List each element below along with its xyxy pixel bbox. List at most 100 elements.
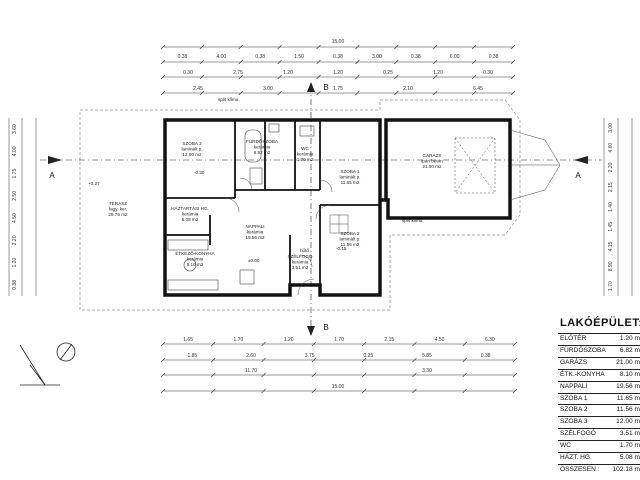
room-name: FÜRDŐSZOBA [246,138,279,144]
dimension-label: 0.38 [255,54,265,60]
dimension-tick [462,388,467,394]
dimension-tick [412,357,417,363]
dimension-tick [199,90,205,96]
dimension-label: 6.45 [473,86,483,92]
section-arrow-bottom [307,326,315,336]
dimension-label: 1.75 [12,169,18,179]
room-finish: ipari beton [421,159,443,164]
dimension-tick [160,90,166,96]
dimension-label: 0.38 [481,353,491,359]
dimension-tick [361,341,367,347]
dimension-label: 6.00 [450,54,460,60]
area-row-name: GARÁZS [560,358,588,366]
dimension-label: 0.25 [363,353,373,359]
area-row-value: 12.00 m [616,418,640,426]
dimension-tick [462,372,467,378]
area-row-value: 21.00 m [616,358,640,366]
dimension-tick [355,90,360,96]
dimension-tick [394,90,399,96]
room-finish: kerámia [292,260,309,265]
dimension-label: 4.00 [216,54,226,60]
dimension-label: 1.20 [283,70,293,76]
room-finish: fagy. ker. [109,207,127,212]
dimension-label: 0.38 [12,280,18,290]
dimension-label: 3.00 [608,123,614,133]
dimension-label: 0.30 [483,70,493,76]
dimension-tick [160,44,166,50]
dimension-tick [512,372,518,378]
room-name: HÁZTARTÁSI HG. [171,205,209,211]
dimension-label: 0.38 [489,54,499,60]
dimension-label: 1.20 [433,70,443,76]
dimension-label: 4.15 [608,241,614,251]
right-dimensions [603,118,633,296]
dimension-tick [316,74,321,80]
building-walls [163,118,512,297]
dimension-label: 4.00 [12,146,18,156]
dimension-tick [394,74,399,80]
area-row-value: 1.20 m [619,335,640,342]
dimension-tick [510,59,516,65]
room-area: 12.00 m2 [182,152,202,157]
room-name: SZOBA 3 [182,141,202,146]
dimension-tick [433,44,438,50]
dimension-label: 1.70 [608,281,614,291]
area-row-value: 8.10 m [619,370,640,378]
garage-entrance [509,129,561,201]
area-row-name: NAPPALI [560,382,588,390]
dimension-tick [355,74,360,80]
dimension-label: 1.20 [333,70,343,76]
dimension-label: 1.20 [284,337,294,343]
room-name: GARÁZS [423,152,442,158]
bottom-dimensions [163,343,515,392]
dimension-tick [471,44,477,50]
level-room2: -0.15 [336,246,347,251]
dimension-label: 1.40 [608,202,614,212]
dimension-label: 1.70 [334,337,344,343]
dimension-label: 2.20 [608,162,614,172]
area-row-name: FÜRDŐSZOBA [560,346,606,354]
dimension-tick [277,44,282,50]
area-row-name: SZOBA 2 [560,406,588,414]
section-b-bottom-label: B [323,323,328,332]
dimension-label: 1.50 [294,54,304,60]
room-name: SZÉLFOGÓ [287,253,312,259]
room-finish: laminált p. [340,237,361,242]
area-row-name: ÉTK.-KONYHA [560,370,605,378]
section-a-right-label: A [575,171,581,180]
dimension-tick [277,74,282,80]
dimension-label: 0.25 [383,70,393,76]
dimension-label: 0.38 [178,54,188,60]
split-klima-note-right: split klíma [402,218,423,223]
dimension-tick [160,74,166,80]
dimension-tick [199,59,205,65]
dimension-tick [462,357,467,363]
dimension-tick [412,341,417,347]
dimension-tick [471,74,477,80]
area-table-row: GARÁZS 21.00 m [558,358,640,370]
section-arrow-top [307,82,315,92]
area-table-row: ÖSSZESEN :102.18 m [558,465,640,476]
dimension-label: 3.75 [305,353,315,359]
room-area: 29.75 m2 [108,212,128,217]
dimension-tick [316,59,321,65]
dimension-tick [199,44,205,50]
dimension-tick [361,357,367,363]
room-area: 6.82 m2 [254,150,271,155]
dimension-tick [361,372,367,378]
area-row-value: 102.18 m [612,465,640,473]
dimension-label: 1.70 [234,337,244,343]
dimension-tick [277,59,282,65]
left-dimensions [8,118,37,296]
dimension-label: 2.75 [233,70,243,76]
bath-fixtures [244,123,315,185]
dimension-label: 4.50 [12,213,18,223]
area-row-name: SZÉLFOGÓ [560,430,596,438]
dimension-tick [355,59,360,65]
